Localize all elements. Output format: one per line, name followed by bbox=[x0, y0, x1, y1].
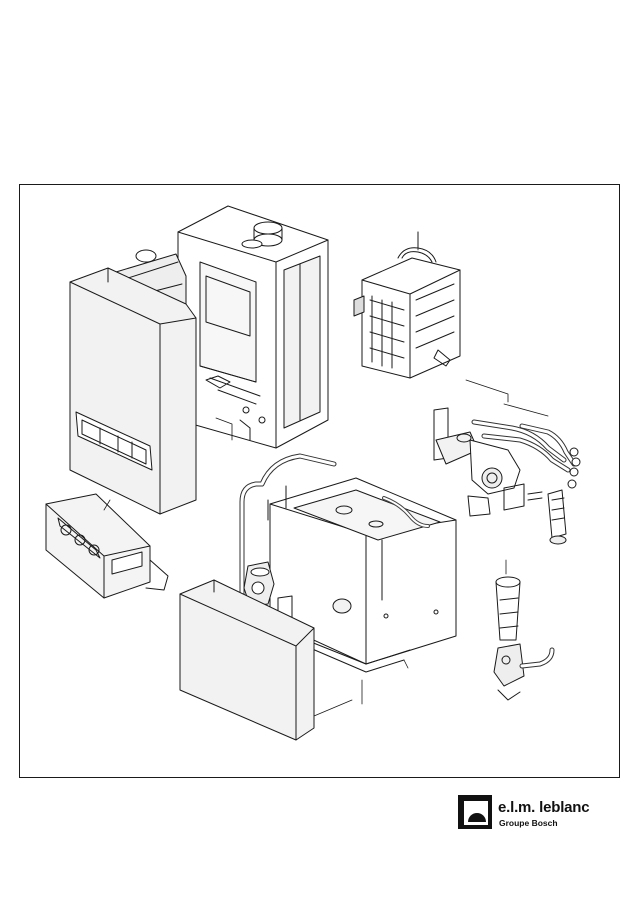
filter-cartridge bbox=[547, 489, 567, 545]
brand-name: e.l.m. leblanc bbox=[498, 799, 590, 816]
inlet-column bbox=[493, 576, 555, 701]
tank-pump-valve bbox=[243, 561, 293, 625]
leader-lines bbox=[103, 231, 549, 717]
lower-casing-cover bbox=[179, 579, 315, 741]
hot-water-storage-tank bbox=[269, 477, 457, 673]
brand-group: Groupe Bosch bbox=[499, 818, 558, 828]
heat-exchanger bbox=[353, 231, 461, 379]
hydraulic-assembly bbox=[433, 407, 543, 517]
boiler-casing-assembly bbox=[69, 205, 329, 515]
brand-logo: e.l.m. leblanc Groupe Bosch bbox=[458, 793, 628, 833]
control-panel bbox=[45, 493, 169, 599]
diagram-frame bbox=[19, 184, 620, 778]
brand-mark-icon bbox=[458, 795, 492, 829]
flexible-connection-pipes bbox=[471, 419, 581, 489]
